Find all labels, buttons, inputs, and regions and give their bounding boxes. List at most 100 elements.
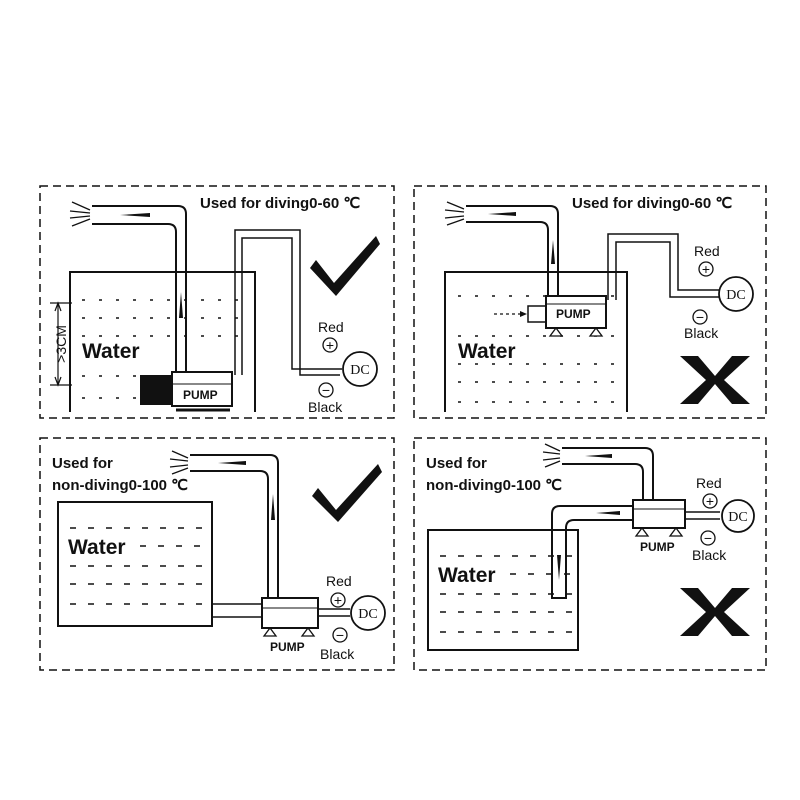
pump-unit — [632, 499, 686, 537]
red-wire-label: Red — [318, 319, 344, 335]
water-label: Water — [68, 536, 126, 559]
panel-border — [39, 185, 395, 419]
black-wire-label: Black — [692, 547, 727, 563]
minus-icon — [332, 627, 348, 643]
pump-body — [632, 499, 686, 529]
minus-icon — [692, 309, 708, 325]
minus-symbol: − — [704, 530, 712, 546]
dc-label: DC — [728, 510, 747, 525]
panel-non-diving-incorrect: Used for non-diving0-100 ℃ Water PU — [413, 437, 767, 671]
pump-unit — [261, 597, 319, 637]
dc-power-icon — [342, 351, 378, 387]
power-cable — [615, 241, 720, 300]
panel-border — [39, 437, 395, 671]
black-wire-label: Black — [684, 325, 719, 341]
pump-unit: PUMP — [527, 295, 607, 337]
plus-symbol: + — [334, 592, 342, 608]
water-label: Water — [82, 340, 140, 363]
power-cable — [241, 237, 342, 375]
minus-symbol: − — [322, 382, 330, 398]
water-label: Water — [438, 564, 496, 587]
water-tank — [444, 271, 628, 412]
check-mark-icon — [310, 236, 380, 296]
panel-title-line2: non-diving0-100 ℃ — [426, 477, 562, 494]
inlet-pipe — [212, 603, 262, 618]
flow-arrow-icon — [585, 454, 612, 458]
panel-diving-incorrect: Used for diving0-60 ℃ Water PUMP — [413, 185, 767, 419]
red-wire-label: Red — [326, 573, 352, 589]
flow-arrow-icon — [557, 555, 561, 580]
flow-arrow-icon — [218, 461, 246, 465]
power-cable — [318, 608, 350, 617]
power-cable — [607, 233, 720, 300]
outlet-pipe-outer — [92, 205, 187, 372]
red-wire-label: Red — [696, 475, 722, 491]
water-spray-icon — [69, 201, 91, 227]
flow-arrow-icon — [596, 511, 620, 515]
panel-title-line2: non-diving0-100 ℃ — [52, 477, 188, 494]
dc-label: DC — [358, 607, 377, 622]
power-cable — [234, 229, 340, 376]
minus-icon — [700, 530, 716, 546]
pump-intake — [527, 305, 547, 323]
check-mark-icon — [312, 464, 382, 522]
water-spray-icon — [542, 443, 561, 468]
panel-title: Used for diving0-60 ℃ — [572, 195, 732, 212]
pump-body — [545, 295, 607, 329]
pump-label: PUMP — [556, 307, 591, 321]
flow-arrow-icon — [179, 292, 183, 318]
water-label: Water — [458, 340, 516, 363]
water-tank — [57, 501, 213, 627]
pump-label: PUMP — [640, 540, 675, 554]
outlet-pipe-inner — [562, 463, 644, 500]
plus-icon — [322, 337, 338, 353]
pump-body — [171, 371, 233, 407]
plus-icon — [330, 592, 346, 608]
cross-mark-icon — [680, 356, 750, 404]
plus-icon — [698, 261, 714, 277]
panel-border — [413, 185, 767, 419]
outlet-pipe-inner — [190, 470, 269, 598]
outlet-pipe-outer — [466, 205, 559, 296]
water-tank — [427, 529, 579, 651]
flow-arrow-icon — [488, 212, 516, 216]
black-wire-label: Black — [320, 646, 355, 662]
pump-label: PUMP — [183, 388, 218, 402]
plus-symbol: + — [706, 493, 714, 509]
outlet-pipe-inner — [92, 223, 177, 372]
minus-symbol: − — [336, 627, 344, 643]
depth-label: >3CM — [53, 325, 69, 363]
minus-symbol: − — [696, 309, 704, 325]
plus-icon — [702, 493, 718, 509]
flow-arrow-icon — [551, 240, 555, 264]
panel-diving-correct: Used for diving0-60 ℃ Water >3CM — [39, 185, 395, 419]
panel-border — [413, 437, 767, 671]
water-surface-lines — [70, 527, 208, 605]
black-wire-label: Black — [308, 399, 343, 415]
dc-power-icon — [718, 276, 754, 312]
cross-mark-icon — [680, 588, 750, 636]
dc-label: DC — [350, 363, 369, 378]
panel-title: Used for diving0-60 ℃ — [200, 195, 360, 212]
pump-body — [261, 597, 319, 629]
outlet-pipe-inner — [466, 221, 549, 296]
pump-intake-filter — [140, 375, 176, 405]
plus-symbol: + — [702, 261, 710, 277]
flow-arrow-icon — [120, 213, 150, 217]
panel-non-diving-correct: Used for non-diving0-100 ℃ Water PUMP — [39, 437, 395, 671]
red-wire-label: Red — [694, 243, 720, 259]
dc-label: DC — [726, 288, 745, 303]
power-cable — [685, 511, 720, 520]
flow-arrow-icon — [520, 311, 527, 317]
panel-title-line1: Used for — [52, 455, 113, 472]
water-spray-icon — [169, 450, 189, 475]
pump-label: PUMP — [270, 640, 305, 654]
water-spray-icon — [444, 201, 465, 226]
minus-icon — [318, 382, 334, 398]
outlet-pipe-outer — [562, 447, 654, 500]
panel-title-line1: Used for — [426, 455, 487, 472]
depth-marker — [50, 301, 72, 387]
water-surface-lines — [440, 555, 572, 633]
flow-arrow-icon — [271, 494, 275, 520]
